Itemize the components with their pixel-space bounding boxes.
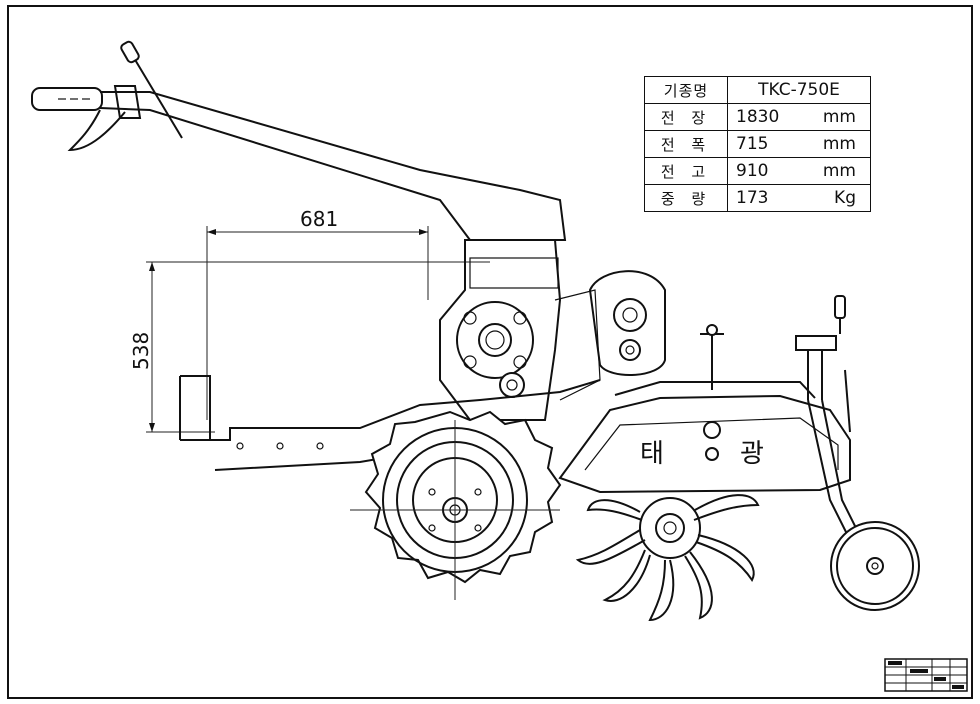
spec-unit: Kg bbox=[804, 184, 871, 212]
spec-row: 중 량 173 Kg bbox=[644, 184, 871, 212]
spec-row: 전 장 1830 mm bbox=[644, 103, 871, 131]
tiller-tines bbox=[575, 494, 760, 622]
tiller-cover: 태 광 bbox=[558, 381, 851, 494]
spec-unit: mm bbox=[804, 157, 871, 185]
model-value: TKC-750E bbox=[727, 76, 871, 104]
spec-row: 전 고 910 mm bbox=[644, 157, 871, 185]
dimension-681: 681 bbox=[206, 207, 429, 420]
dimension-681-label: 681 bbox=[300, 207, 338, 231]
cover-badge-left: 태 bbox=[640, 439, 664, 469]
spec-unit: mm bbox=[804, 103, 871, 131]
spec-header-row: 기종명 TKC-750E bbox=[644, 76, 871, 104]
engine-body bbox=[439, 239, 562, 421]
spec-label: 전 장 bbox=[644, 103, 728, 131]
spec-table: 기종명 TKC-750E 전 장 1830 mm 전 폭 715 mm 전 고 … bbox=[644, 76, 871, 212]
spec-row: 전 폭 715 mm bbox=[644, 130, 871, 158]
spec-value: 910 bbox=[727, 157, 804, 185]
title-block bbox=[884, 658, 968, 692]
cover-badge-right: 광 bbox=[740, 439, 764, 469]
dimension-538: 538 bbox=[129, 261, 490, 433]
handlebar bbox=[31, 40, 567, 241]
model-label: 기종명 bbox=[644, 76, 728, 104]
spec-value: 1830 bbox=[727, 103, 804, 131]
adjuster-handle bbox=[700, 324, 724, 390]
drawing-border bbox=[7, 5, 973, 699]
spec-value: 173 bbox=[727, 184, 804, 212]
spec-value: 715 bbox=[727, 130, 804, 158]
spec-label: 중 량 bbox=[644, 184, 728, 212]
spec-unit: mm bbox=[804, 130, 871, 158]
drive-wheel bbox=[350, 410, 562, 600]
rear-wheel bbox=[795, 295, 920, 611]
chain-case bbox=[554, 270, 666, 401]
spec-label: 전 고 bbox=[644, 157, 728, 185]
dimension-538-label: 538 bbox=[129, 332, 153, 370]
spec-label: 전 폭 bbox=[644, 130, 728, 158]
